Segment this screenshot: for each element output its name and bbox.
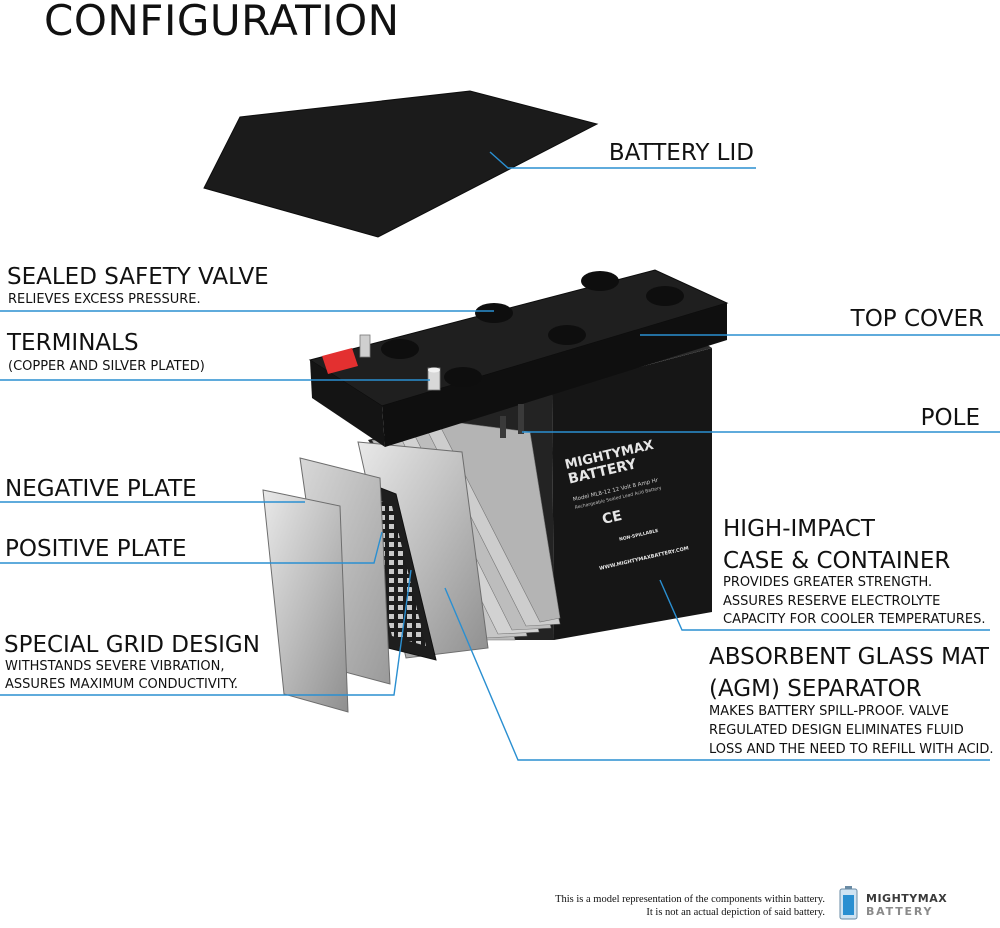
- label-agm-desc-1: MAKES BATTERY SPILL-PROOF. VALVE: [709, 704, 949, 719]
- label-grid-desc-1: WITHSTANDS SEVERE VIBRATION,: [5, 659, 225, 674]
- label-positive-plate: POSITIVE PLATE: [5, 536, 187, 562]
- valve-cap-4: [548, 325, 586, 345]
- label-terminals: TERMINALS: [7, 330, 139, 356]
- label-case-2: CASE & CONTAINER: [723, 548, 951, 574]
- battery-lid: [203, 90, 599, 238]
- callout-grid: [0, 569, 412, 696]
- label-top-cover: TOP COVER: [850, 306, 984, 332]
- label-terminals-desc: (COPPER AND SILVER PLATED): [8, 359, 205, 374]
- valve-cap-6: [444, 367, 482, 387]
- valve-cap-2: [646, 286, 684, 306]
- valve-cap-3: [475, 303, 513, 323]
- terminals: [322, 334, 441, 391]
- label-case-desc-1: PROVIDES GREATER STRENGTH.: [723, 575, 933, 590]
- footer-logo-line-2: BATTERY: [866, 905, 934, 918]
- negative-plate: [262, 489, 349, 713]
- footer-disclaimer: This is a model representation of the co…: [555, 893, 825, 919]
- label-agm-2: (AGM) SEPARATOR: [709, 676, 922, 702]
- label-sealed-valve-desc: RELIEVES EXCESS PRESSURE.: [8, 292, 201, 307]
- footer-logo: MIGHTYMAX BATTERY: [866, 892, 947, 918]
- callout-case: [659, 579, 990, 631]
- callout-agm: [444, 587, 990, 761]
- callout-battery-lid: [489, 151, 756, 169]
- case-ce: CE: [601, 508, 624, 528]
- footer-battery-icon: [839, 886, 858, 920]
- callout-lines: [0, 151, 1000, 761]
- valve-cap-5: [381, 339, 419, 359]
- top-cover: [308, 269, 729, 447]
- footer-logo-line-1: MIGHTYMAX: [866, 892, 948, 905]
- label-agm-desc-3: LOSS AND THE NEED TO REFILL WITH ACID.: [709, 742, 994, 757]
- label-case-desc-2: ASSURES RESERVE ELECTROLYTE: [723, 594, 941, 609]
- footer-line-1: This is a model representation of the co…: [555, 894, 825, 905]
- page-title: CONFIGURATION: [44, 0, 400, 45]
- label-case-1: HIGH-IMPACT: [723, 516, 875, 542]
- label-agm-desc-2: REGULATED DESIGN ELIMINATES FLUID: [709, 723, 964, 738]
- label-negative-plate: NEGATIVE PLATE: [5, 476, 197, 502]
- footer-line-2: It is not an actual depiction of said ba…: [646, 907, 825, 918]
- valve-cap-1: [581, 271, 619, 291]
- label-grid-desc-2: ASSURES MAXIMUM CONDUCTIVITY.: [5, 677, 238, 692]
- label-battery-lid: BATTERY LID: [608, 140, 754, 166]
- label-agm-1: ABSORBENT GLASS MAT: [709, 644, 989, 670]
- callout-positive-plate: [0, 531, 383, 564]
- label-case-desc-3: CAPACITY FOR COOLER TEMPERATURES.: [723, 612, 986, 627]
- poles: [500, 404, 524, 438]
- label-pole: POLE: [920, 405, 980, 431]
- label-sealed-valve: SEALED SAFETY VALVE: [7, 264, 269, 290]
- label-grid: SPECIAL GRID DESIGN: [4, 632, 260, 658]
